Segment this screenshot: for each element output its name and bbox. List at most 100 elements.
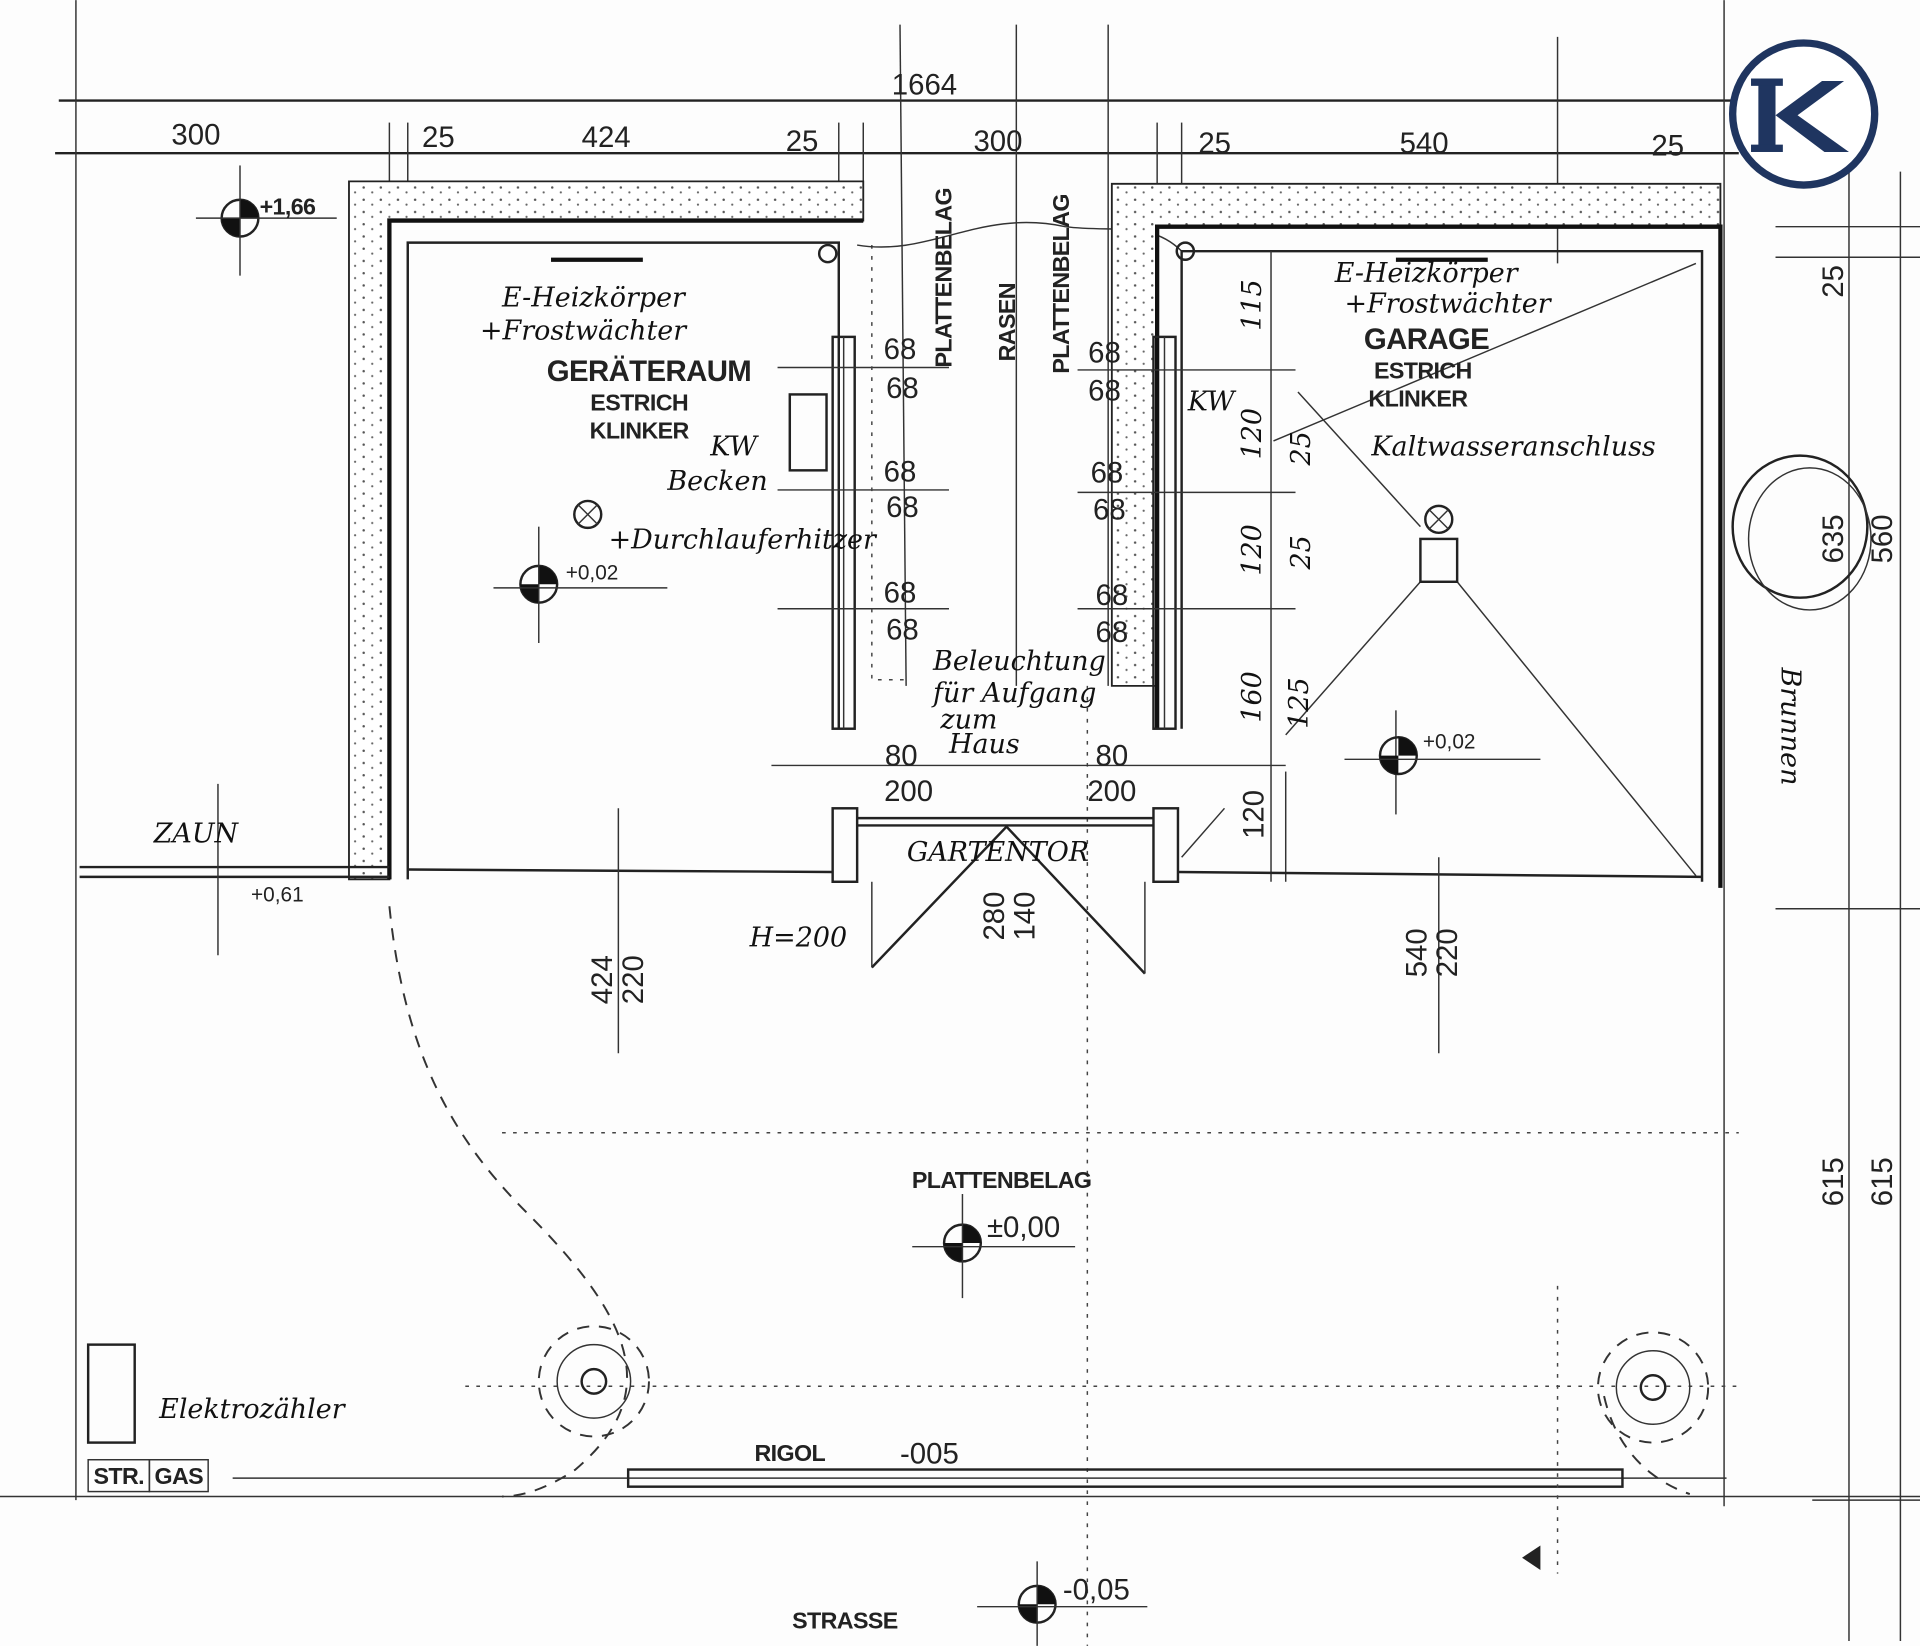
dimension-label: 68: [1093, 493, 1126, 526]
right-row-dimensions: 68 68 68 68 68 68: [1088, 337, 1128, 649]
dimension-label: 125: [1284, 677, 1315, 728]
dimension-label: 68: [1088, 337, 1121, 370]
note-electric-meter: Elektrozähler: [158, 1394, 347, 1425]
ceiling-light-icon: [1424, 504, 1454, 535]
note: Beleuchtung: [932, 646, 1106, 677]
dimension-label: 68: [1095, 579, 1128, 612]
level-street: -0,05: [1063, 1573, 1130, 1606]
dimension-label: 120: [1238, 790, 1271, 839]
str-label: STR.: [94, 1463, 145, 1489]
level-marker-icon: [195, 165, 337, 276]
dimension-label: 280: [978, 892, 1011, 941]
note: KW: [1187, 386, 1237, 417]
level-marker-icon: [912, 1194, 1076, 1299]
dimension-label: 200: [1087, 775, 1136, 808]
dimension-label: 220: [617, 955, 650, 1004]
floor-label: KLINKER: [590, 418, 690, 444]
dimension-label: 25: [1651, 130, 1684, 163]
note-well: Brunnen: [1775, 666, 1806, 785]
note: zum: [939, 705, 997, 736]
level-marker-icon: [1344, 736, 1541, 776]
gas-label: GAS: [155, 1463, 204, 1489]
dimension-label: 68: [884, 333, 917, 366]
well-icon: [1731, 454, 1872, 611]
dimension-label: 25: [1198, 127, 1231, 160]
top-dimension-labels: 1664 300 25 424 25 300 25 540 25: [171, 68, 1684, 162]
dimension-label: 615: [1817, 1157, 1850, 1206]
level-fence: +0,61: [251, 883, 304, 906]
level-rigol: -005: [900, 1437, 959, 1470]
room-name-garage: GARAGE: [1364, 323, 1489, 356]
path-label-lawn: RASEN: [994, 283, 1020, 361]
fence-label: ZAUN: [153, 819, 240, 850]
level-marker-icon: [977, 1561, 1148, 1646]
level-top-left: +1,66: [260, 193, 316, 219]
dimension-lines: [55, 0, 1920, 1646]
paving-label: PLATTENBELAG: [912, 1167, 1092, 1193]
dimension-label: 540: [1401, 928, 1434, 977]
dimension-label: 635: [1817, 514, 1850, 563]
geraeteraum-room: [348, 180, 949, 881]
company-logo: [1728, 39, 1879, 189]
dimension-label: 25: [786, 125, 819, 158]
street-label: STRASSE: [792, 1608, 898, 1634]
dimension-label: 120: [1237, 524, 1268, 575]
note: E-Heizkörper: [501, 282, 687, 313]
floor-label: KLINKER: [1368, 386, 1468, 412]
dimension-label: 25: [422, 121, 455, 154]
gate-height-label: H=200: [749, 923, 847, 954]
note: Kaltwasseranschluss: [1370, 432, 1655, 463]
note: +Frostwächter: [1344, 288, 1552, 319]
floor-label: ESTRICH: [590, 389, 688, 415]
level-marker-icon: [493, 526, 668, 643]
tree-icon: [537, 1325, 650, 1438]
dimension-label: 68: [886, 613, 919, 646]
right-side-dimension-labels: 25 635 560 615 615: [1817, 265, 1899, 1206]
dimension-label: 68: [1095, 616, 1128, 649]
dimension-label: 68: [1088, 375, 1121, 408]
dimension-label: 540: [1400, 127, 1449, 160]
level-left-room: +0,02: [566, 561, 619, 584]
dimension-label: 424: [586, 955, 619, 1004]
room-name-geraeteraum: GERÄTERAUM: [547, 355, 751, 388]
note: für Aufgang: [931, 678, 1096, 709]
dimension-label: 25: [1286, 535, 1317, 570]
dimension-label: 80: [1095, 739, 1128, 772]
note: +Frostwächter: [480, 315, 688, 346]
dimension-label: 68: [886, 491, 919, 524]
dimension-label: 115: [1237, 279, 1268, 330]
note: +Durchlauferhitzer: [609, 525, 878, 556]
path-label-paving-left: PLATTENBELAG: [930, 188, 956, 368]
tree-icon: [1596, 1331, 1710, 1444]
garage-side-dimensions: 115 120 25 120 25 160 125: [1237, 279, 1317, 728]
level-markers: [195, 165, 1541, 1646]
note: Haus: [948, 729, 1020, 760]
garden-gate: [771, 764, 1286, 975]
dimension-label: 68: [886, 372, 919, 405]
dimension-label: 120: [1237, 408, 1268, 459]
dimension-label: 140: [1009, 892, 1042, 941]
dimension-label: 200: [884, 775, 933, 808]
level-paving: ±0,00: [987, 1211, 1060, 1244]
path-label-paving-right: PLATTENBELAG: [1048, 194, 1074, 374]
dimension-label: 80: [885, 739, 918, 772]
dimension-label: 615: [1866, 1157, 1899, 1206]
dimension-label: 25: [1286, 431, 1317, 466]
note: KW: [709, 432, 759, 463]
dimension-label: 300: [171, 119, 220, 152]
dimension-label: 68: [884, 455, 917, 488]
level-garage: +0,02: [1423, 730, 1476, 753]
dimension-label: 424: [582, 121, 631, 154]
dimension-overall: 1664: [892, 68, 957, 101]
garage-room: [1077, 182, 1723, 888]
note: Becken: [666, 466, 767, 497]
left-row-dimensions: 68 68 68 68 68 68: [884, 333, 919, 646]
dimension-label: 560: [1866, 514, 1899, 563]
dimension-label: 160: [1237, 671, 1268, 722]
note: E-Heizkörper: [1334, 258, 1520, 289]
dimension-label: 68: [884, 577, 917, 610]
fence-and-boundaries: [0, 710, 1920, 1574]
floor-label: ESTRICH: [1374, 358, 1472, 384]
dimension-label: 220: [1431, 928, 1464, 977]
gate-label: GARTENTOR: [907, 837, 1089, 868]
